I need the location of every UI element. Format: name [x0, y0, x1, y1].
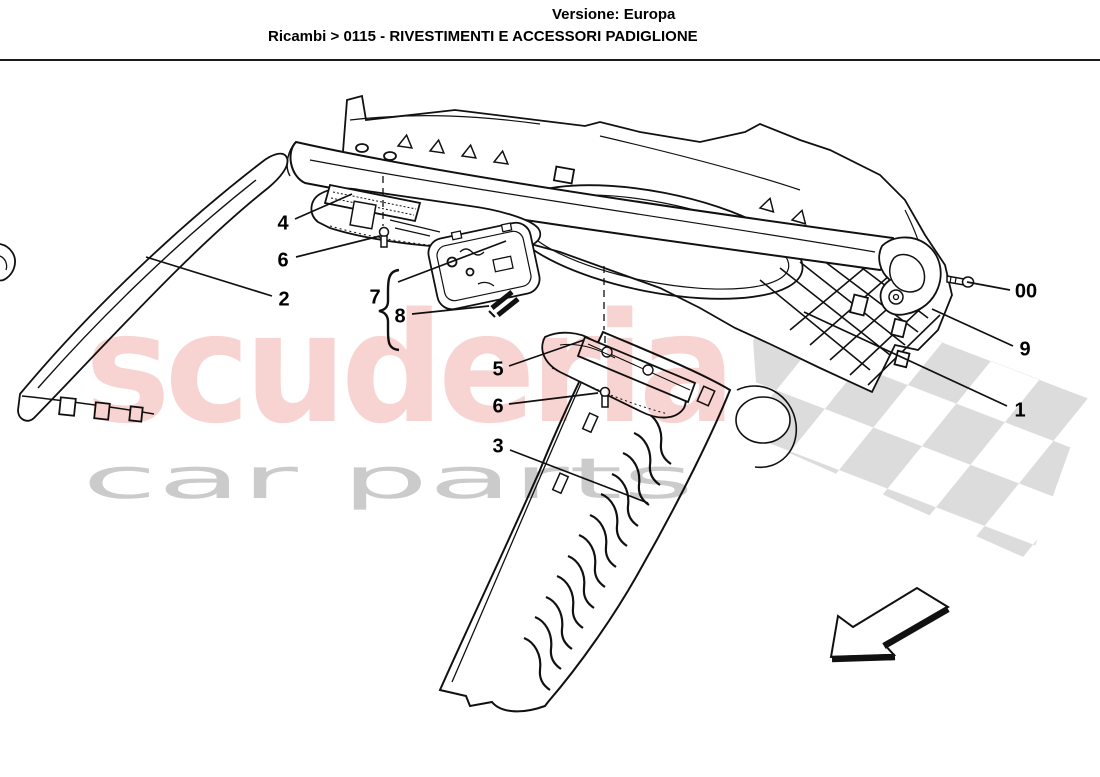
- callout-7: 7: [369, 286, 381, 309]
- header-divider: [0, 59, 1100, 61]
- sun-visor-part-5: [541, 266, 697, 419]
- trim-end-hook: [0, 243, 16, 282]
- callout-00: 00: [1014, 280, 1038, 303]
- version-label: Versione: Europa: [552, 6, 676, 23]
- screw-part-6-lower: [599, 386, 611, 408]
- grab-handle-part-9: [878, 236, 942, 316]
- callout-2: 2: [278, 288, 290, 311]
- callout-5: 5: [492, 358, 504, 381]
- callout-8: 8: [394, 305, 406, 328]
- direction-arrow: [829, 586, 950, 663]
- callout-4: 4: [277, 212, 289, 235]
- breadcrumb: Ricambi > 0115 - RIVESTIMENTI E ACCESSOR…: [268, 28, 698, 45]
- retaining-clip-part-8: [488, 290, 520, 318]
- b-pillar-trim-part-3: [438, 330, 798, 713]
- dome-light-part-7: [427, 221, 541, 311]
- a-pillar-trim-part-2: [17, 152, 289, 423]
- callout-1: 1: [1014, 399, 1026, 422]
- watermark: scuderia car parts: [82, 280, 736, 512]
- callout-3: 3: [492, 435, 504, 458]
- exploded-parts-diagram: scuderia car parts: [0, 94, 1088, 713]
- watermark-subtitle-text: car parts: [82, 447, 694, 512]
- screw-part-6-upper: [378, 176, 390, 248]
- callout-9: 9: [1019, 338, 1031, 361]
- screw-part-00: [946, 275, 975, 288]
- group-brace: [378, 268, 400, 352]
- callout-6-lower: 6: [492, 395, 504, 418]
- watermark-brand-text: scuderia: [85, 280, 730, 457]
- callout-6-upper: 6: [277, 249, 289, 272]
- callout-leader-lines: [145, 193, 1014, 504]
